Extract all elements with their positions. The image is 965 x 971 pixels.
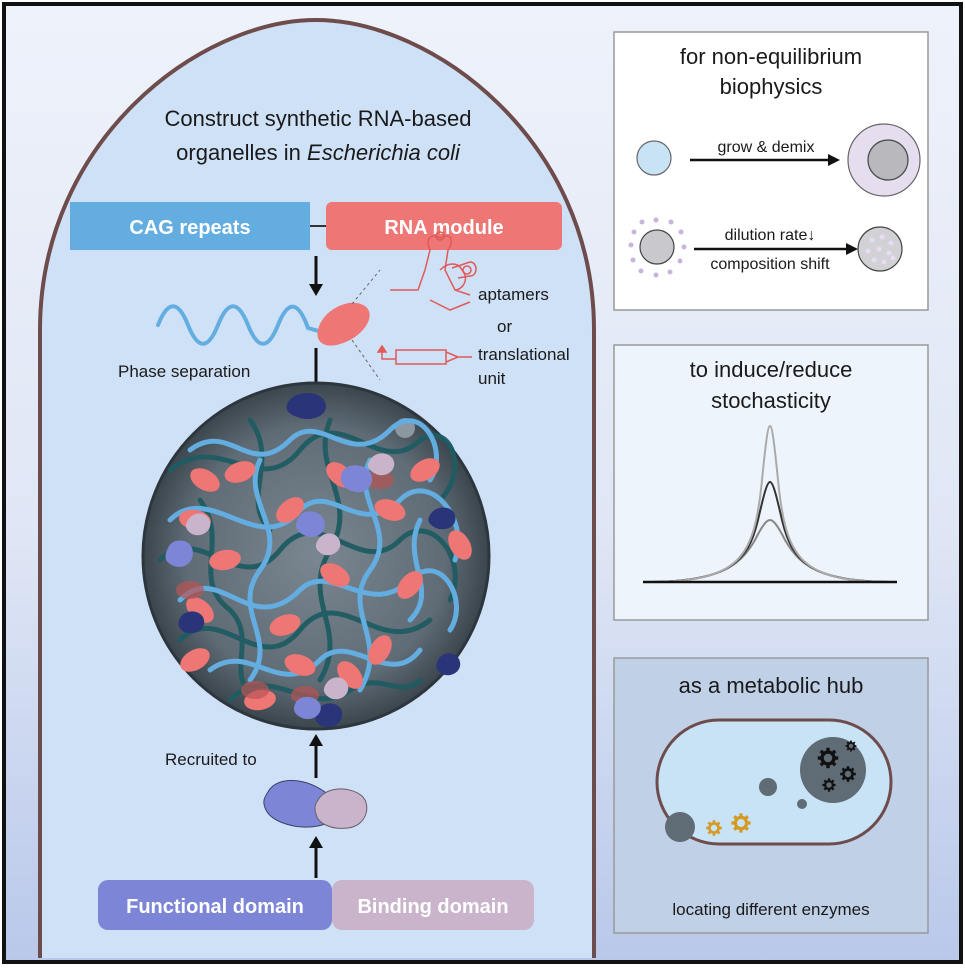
- cell-title-line1: Construct synthetic RNA-based: [165, 106, 472, 131]
- functional-domain-label: Functional domain: [126, 896, 304, 918]
- panel-stochasticity: to induce/reduce stochasticity: [613, 344, 929, 621]
- panel-stochasticity-title-line2: stochasticity: [711, 388, 831, 413]
- mixed-droplet: [857, 226, 903, 272]
- panel-hub-title: as a metabolic hub: [679, 673, 864, 698]
- panel-metabolic-hub: as a metabolic hub locating different en…: [613, 657, 929, 934]
- narrow-distribution-curve: [644, 424, 896, 583]
- panel-nonequilibrium-title-line1: for non-equilibrium: [680, 44, 862, 69]
- zoom-line-bottom: [351, 339, 381, 381]
- recruited-label: Recruited to: [165, 750, 257, 769]
- cag-rna-strand: [156, 304, 324, 346]
- tiny-condensate: [797, 799, 807, 809]
- cag-repeats-box: [70, 202, 310, 250]
- medium-condensate: [759, 778, 777, 796]
- phase-separation-label: Phase separation: [118, 362, 250, 381]
- or-label: or: [497, 317, 512, 336]
- zoom-line-top: [351, 269, 381, 305]
- composition-shift-label: composition shift: [710, 256, 830, 273]
- rna-condensate: [141, 381, 491, 731]
- diluting-droplet: [628, 217, 687, 278]
- panel-nonequilibrium: for non-equilibrium biophysics grow & de…: [613, 31, 929, 311]
- small-droplet: [636, 140, 672, 176]
- small-condensate: [665, 812, 695, 842]
- cell-title-line2: organelles in Escherichia coli: [176, 140, 461, 165]
- panel-stochasticity-title-line1: to induce/reduce: [690, 357, 853, 382]
- grow-demix-label: grow & demix: [718, 139, 815, 156]
- arrow-construct-to-rna: [309, 256, 323, 296]
- cag-repeats-label: CAG repeats: [129, 217, 250, 239]
- arrow-recruited: [309, 734, 323, 778]
- translational-unit-icon: [376, 344, 472, 365]
- panel-nonequilibrium-title-line2: biophysics: [720, 74, 823, 99]
- binding-domain-label: Binding domain: [357, 896, 508, 918]
- rna-module-blob: [317, 302, 370, 346]
- panel-hub-caption: locating different enzymes: [672, 900, 869, 919]
- arrow-domain-to-protein: [309, 836, 323, 878]
- rna-module-label: RNA module: [384, 217, 503, 239]
- aptamer-icon: [390, 231, 477, 311]
- dilution-rate-label: dilution rate↓: [725, 227, 816, 244]
- translational-label-line2: unit: [478, 369, 506, 388]
- rna-module-box: [326, 202, 562, 250]
- large-condensate: [800, 737, 866, 803]
- binding-domain-box: [332, 880, 534, 930]
- aptamers-label: aptamers: [478, 285, 549, 304]
- translational-label-line1: translational: [478, 345, 570, 364]
- functional-domain-box: [98, 880, 332, 930]
- fusion-protein: [263, 779, 368, 829]
